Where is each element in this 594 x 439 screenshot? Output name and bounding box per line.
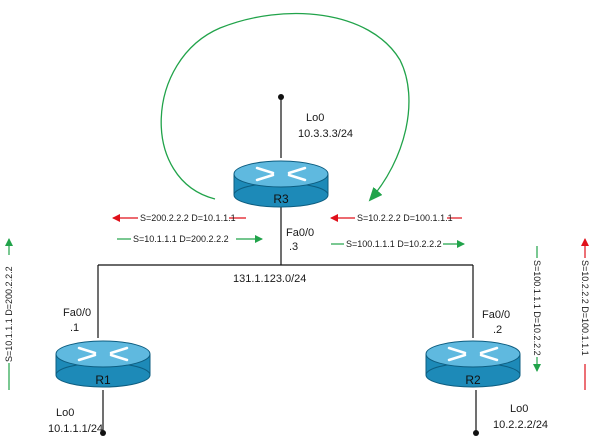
lan-subnet-label: 131.1.123.0/24 bbox=[233, 273, 306, 285]
r2-vertical-green-flow-label: S=100.1.1.1 D=10.2.2.2 bbox=[532, 260, 542, 356]
r2-vertical-red-flow-label: S=10.2.2.2 D=100.1.1.1 bbox=[580, 260, 590, 356]
r1-lo-label: Lo0 bbox=[56, 407, 74, 419]
r1-int-ip: .1 bbox=[70, 322, 79, 334]
router-icon bbox=[425, 340, 521, 388]
r3-int-label: Fa0/0 bbox=[286, 227, 314, 239]
r1-lo-ip: 10.1.1.1/24 bbox=[48, 423, 103, 435]
r3-loopback-endpoint-icon bbox=[278, 94, 284, 100]
r1-loopback-endpoint-icon bbox=[100, 430, 106, 436]
r3-lo-label: Lo0 bbox=[306, 112, 324, 124]
router-r1: R1 bbox=[55, 340, 151, 388]
r3-name: R3 bbox=[273, 192, 289, 206]
r3-int-ip: .3 bbox=[289, 241, 298, 253]
left-green-flow-label: S=10.1.1.1 D=200.2.2.2 bbox=[133, 234, 229, 244]
r2-lo-ip: 10.2.2.2/24 bbox=[493, 419, 548, 431]
r2-int-label: Fa0/0 bbox=[482, 309, 510, 321]
r1-vertical-green-flow-label: S=10.1.1.1 D=200.2.2.2 bbox=[4, 266, 14, 362]
r3-lo-ip: 10.3.3.3/24 bbox=[298, 128, 353, 140]
r2-name: R2 bbox=[465, 373, 481, 387]
r2-int-ip: .2 bbox=[493, 324, 502, 336]
r2-lo-label: Lo0 bbox=[510, 403, 528, 415]
links bbox=[97, 97, 477, 433]
right-red-flow-label: S=10.2.2.2 D=100.1.1.1 bbox=[357, 213, 453, 223]
r1-name: R1 bbox=[95, 373, 111, 387]
left-red-flow-label: S=200.2.2.2 D=10.1.1.1 bbox=[140, 213, 236, 223]
router-r2: R2 bbox=[425, 340, 521, 388]
routing-loop-arrow bbox=[160, 12, 410, 202]
r1-int-label: Fa0/0 bbox=[63, 307, 91, 319]
right-green-flow-label: S=100.1.1.1 D=10.2.2.2 bbox=[346, 239, 442, 249]
r2-loopback-endpoint-icon bbox=[473, 430, 479, 436]
router-icon bbox=[55, 340, 151, 388]
router-icon bbox=[233, 160, 329, 208]
router-r3: R3 bbox=[233, 160, 329, 208]
